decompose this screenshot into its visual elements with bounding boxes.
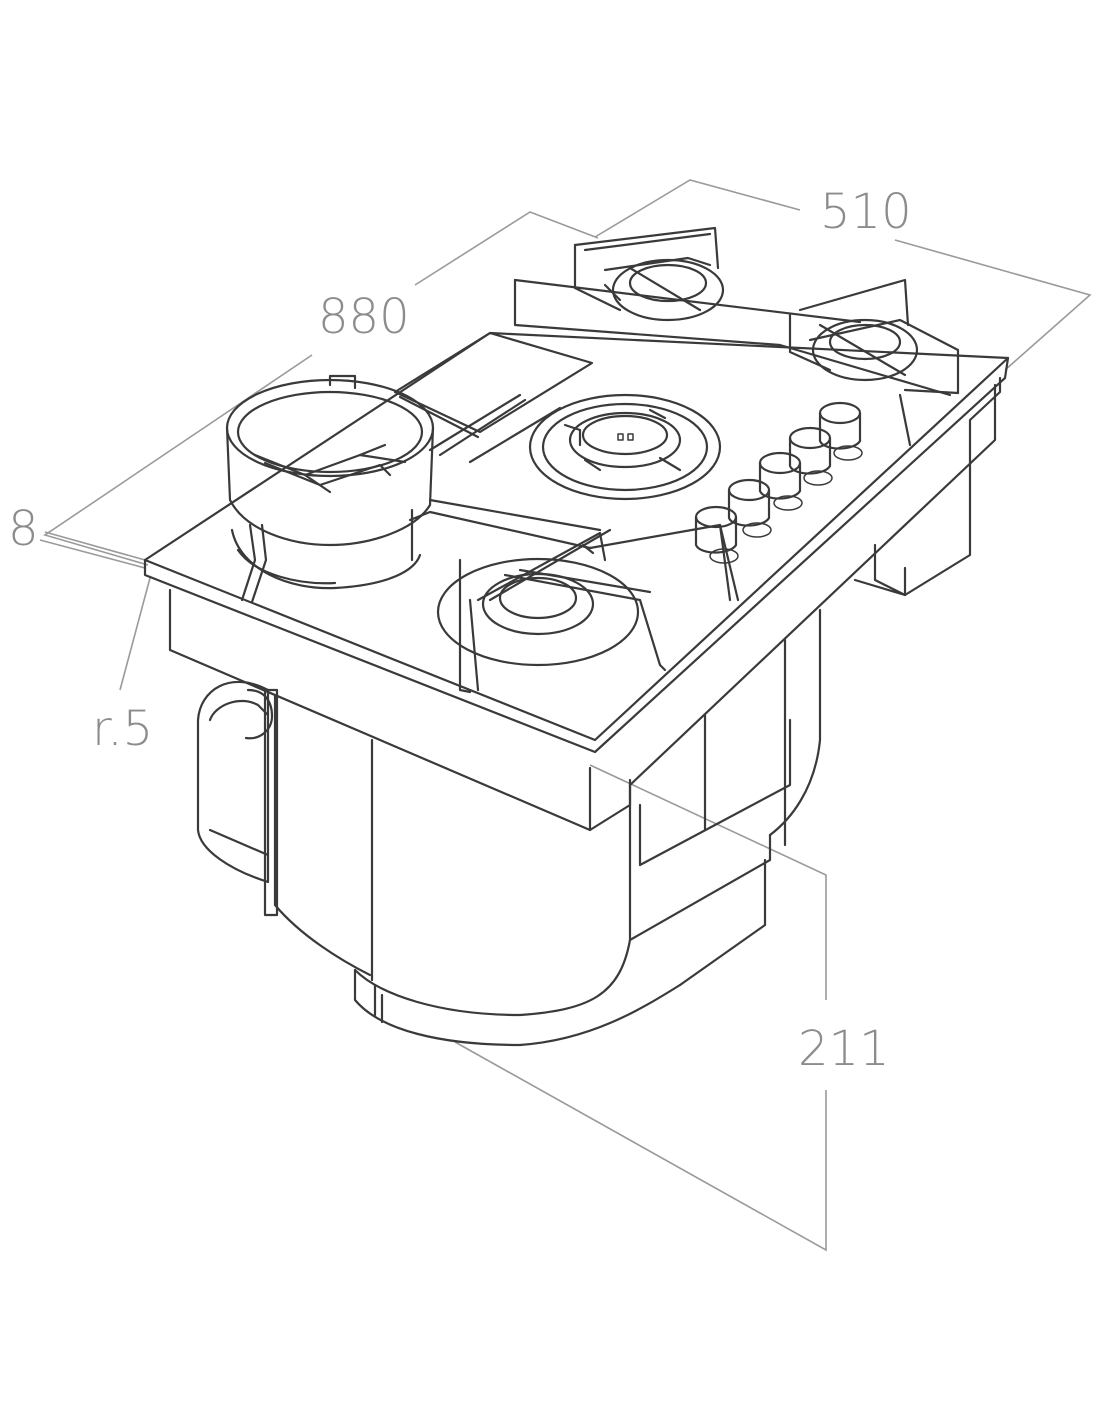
- dimension-211-label: 211: [798, 1021, 890, 1077]
- dimension-510: 510: [594, 179, 1092, 371]
- dimension-211: 211: [454, 764, 890, 1252]
- dimension-r5: r.5: [92, 577, 153, 757]
- rear-right-burner: [788, 278, 960, 447]
- knob-2[interactable]: [727, 478, 772, 538]
- rear-plate: [393, 331, 594, 464]
- dimension-r5-label: r.5: [92, 701, 153, 757]
- front-right-burner: [408, 498, 740, 694]
- dimension-880: 880: [43, 211, 599, 566]
- housing: [196, 468, 972, 1047]
- dimension-880-label: 880: [318, 289, 410, 345]
- knob-row: [694, 401, 863, 564]
- dimension-8: 8: [8, 501, 146, 569]
- wok-burner: [225, 374, 435, 604]
- rear-left-burner: [513, 226, 952, 397]
- dimension-510-label: 510: [820, 184, 912, 240]
- knob-1[interactable]: [694, 505, 739, 564]
- dimension-8-label: 8: [8, 501, 39, 557]
- knob-4[interactable]: [788, 426, 833, 486]
- knob-5[interactable]: [818, 401, 863, 461]
- center-burner: [528, 393, 722, 501]
- knob-3[interactable]: [758, 451, 803, 511]
